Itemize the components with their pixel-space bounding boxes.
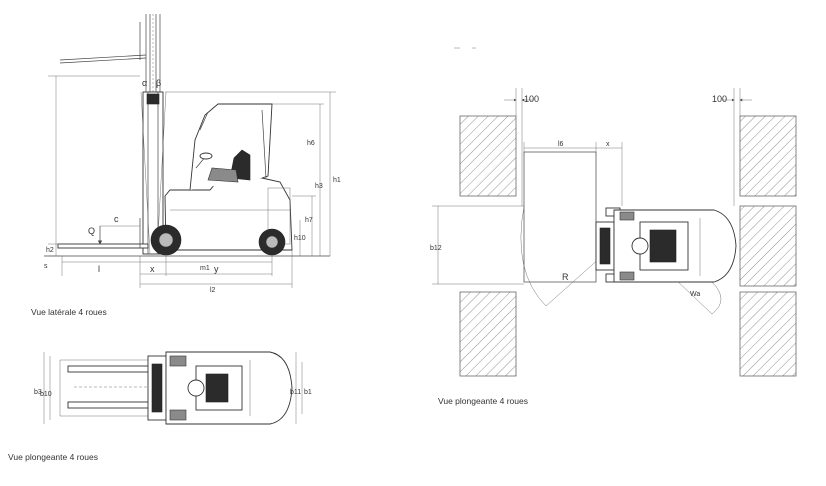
rear-wheel [258, 228, 286, 256]
label-h7: h7 [305, 217, 313, 224]
label-c: c [114, 214, 119, 224]
rack-right-bottom [739, 291, 797, 377]
label-q: Q [88, 226, 95, 236]
label-beta: β [156, 78, 161, 88]
label-x: x [150, 264, 155, 274]
top-view-drawing-left: b3 b10 b11 b1 [34, 351, 312, 425]
label-b12: b12 [430, 245, 442, 252]
label-b3: b3 [34, 389, 42, 396]
caption-side-view: Vue latérale 4 roues [31, 307, 107, 317]
side-view-drawing: α β c Q h2 s l x m1 y l2 h6 h3 h1 h7 h10 [44, 14, 341, 294]
label-h6: h6 [307, 140, 315, 147]
label-b11: b11 [290, 389, 301, 396]
clearance-right: 100 [712, 94, 727, 104]
aisle-view-drawing: 100 100 l6 x b12 R Wa [430, 47, 797, 377]
label-h2: h2 [46, 247, 54, 254]
mast-extension [59, 14, 161, 92]
label-m1: m1 [200, 265, 210, 272]
label-y: y [214, 264, 219, 274]
label-l6: l6 [558, 141, 564, 148]
caption-top-view-left: Vue plongeante 4 roues [8, 452, 98, 462]
truck-top-view-aisle [595, 207, 737, 283]
front-wheel [150, 224, 182, 256]
label-b1: b1 [304, 389, 312, 396]
label-b10: b10 [40, 391, 52, 398]
rack-right-top [739, 115, 797, 197]
forks [57, 218, 149, 249]
rack-right-middle [739, 205, 797, 287]
caption-top-view-right: Vue plongeante 4 roues [438, 396, 528, 406]
rack-left-top [459, 115, 517, 197]
label-h1: h1 [333, 177, 341, 184]
label-alpha: α [142, 78, 147, 88]
clearance-left: 100 [524, 94, 539, 104]
label-s: s [44, 263, 48, 270]
truck-body [164, 103, 293, 251]
label-l: l [98, 264, 100, 274]
rack-left-bottom [459, 291, 517, 377]
label-wa: Wa [690, 291, 700, 298]
label-h10: h10 [294, 235, 306, 242]
label-r: R [562, 272, 569, 282]
mast [140, 91, 167, 255]
label-h3: h3 [315, 183, 323, 190]
label-x-aisle: x [606, 141, 610, 148]
pallet-outline [523, 151, 597, 283]
label-l2: l2 [210, 287, 216, 294]
